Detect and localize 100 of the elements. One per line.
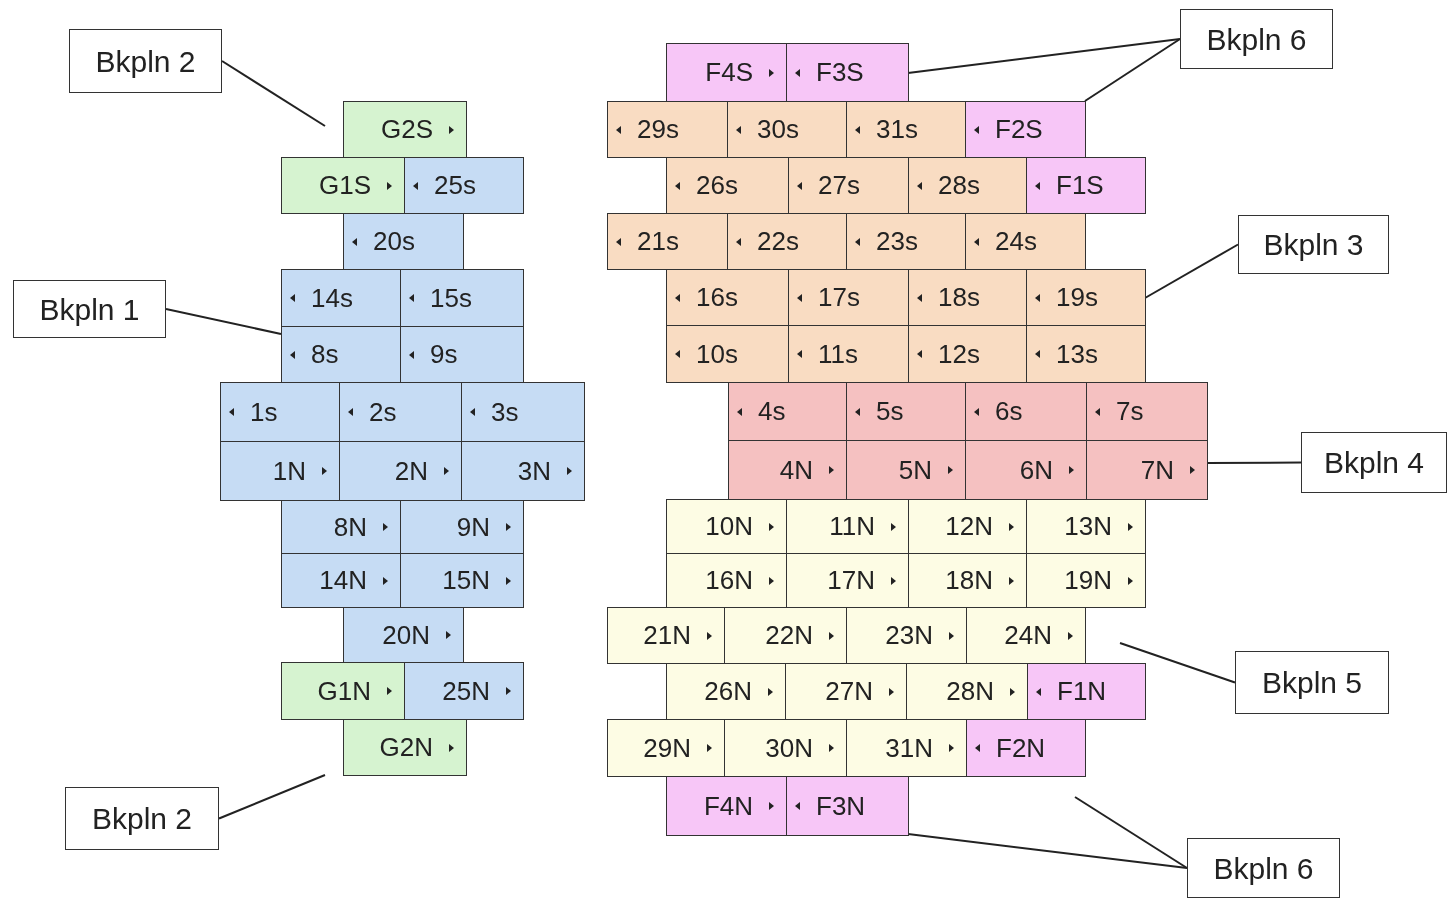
slot-cell (846, 607, 967, 664)
slot-label: 21N (643, 619, 691, 652)
slot-label: 9s (430, 338, 458, 371)
slot-cell (281, 553, 401, 608)
slot-label: 29s (637, 113, 679, 146)
slot-cell (965, 440, 1087, 500)
callout-label: Bkpln 4 (1323, 445, 1425, 481)
callout-label: Bkpln 6 (1213, 850, 1314, 887)
slot-cell (846, 719, 967, 777)
leader-line (1084, 38, 1181, 102)
slot-label: 30N (765, 731, 813, 765)
slot-label: 9N (456, 510, 490, 544)
slot-label: 10s (696, 337, 738, 371)
slot-cell (786, 499, 909, 554)
slot-cell (788, 157, 909, 214)
slot-cell (724, 607, 847, 664)
slot-label: 6N (1019, 453, 1053, 487)
slot-label: 16s (696, 281, 738, 314)
callout-box (13, 280, 166, 338)
slot-label: 3s (491, 395, 519, 429)
slot-label: 8s (311, 338, 339, 371)
slot-cell (1027, 663, 1146, 720)
slot-cell (1026, 499, 1146, 554)
slot-label: F2S (995, 113, 1043, 146)
leader-line (218, 774, 326, 820)
slot-cell (220, 382, 340, 442)
slot-label: 7N (1140, 453, 1174, 487)
slot-label: 19N (1064, 564, 1112, 597)
slot-cell (400, 269, 524, 327)
slot-cell (400, 500, 524, 554)
slot-cell (400, 326, 524, 383)
slot-label: 4s (758, 395, 786, 428)
slot-cell (666, 269, 789, 326)
leader-line (1206, 461, 1302, 464)
slot-label: 8N (333, 510, 367, 544)
callout-box (65, 787, 219, 850)
slot-label: F2N (996, 731, 1046, 765)
slot-label: 25N (442, 674, 490, 708)
slot-cell (727, 213, 847, 270)
slot-cell (785, 663, 907, 720)
slot-label: F1N (1057, 675, 1107, 708)
slot-label: 21s (637, 225, 679, 258)
slot-cell (788, 269, 909, 326)
slot-label: 4N (779, 453, 813, 487)
slot-cell (666, 43, 787, 102)
leader-line (1144, 243, 1239, 299)
slot-cell (788, 325, 909, 383)
slot-label: F3N (816, 789, 866, 823)
slot-label: 22N (765, 619, 813, 652)
slot-label: 12s (938, 337, 980, 371)
slot-label: G2S (380, 113, 433, 146)
slot-cell (666, 499, 787, 554)
slot-label: 12N (945, 510, 993, 543)
slot-label: 28N (946, 675, 994, 708)
slot-label: 25s (434, 169, 476, 202)
slot-cell (666, 776, 787, 836)
slot-cell (339, 382, 462, 442)
slot-cell (846, 213, 966, 270)
slot-cell (1026, 269, 1146, 326)
slot-cell (343, 101, 467, 158)
slot-cell (1026, 553, 1146, 608)
slot-label: 15s (430, 281, 472, 315)
slot-cell (965, 382, 1087, 441)
slot-cell (607, 213, 728, 270)
slot-cell (1026, 157, 1146, 214)
slot-label: 26N (704, 675, 752, 708)
slot-label: 26s (696, 169, 738, 202)
slot-cell (728, 440, 847, 500)
slot-label: 23N (885, 619, 933, 652)
slot-label: 7s (1116, 395, 1144, 428)
callout-label: Bkpln 2 (95, 43, 196, 80)
slot-label: 1s (250, 395, 278, 429)
slot-cell (607, 607, 725, 664)
callout-label: Bkpln 3 (1263, 227, 1364, 263)
slot-cell (1086, 440, 1208, 500)
slot-label: 24N (1004, 619, 1052, 652)
slot-cell (281, 326, 401, 383)
slot-label: 2N (394, 454, 428, 488)
slot-label: 18N (945, 564, 993, 597)
slot-cell (846, 440, 966, 500)
slot-cell (908, 157, 1027, 214)
slot-cell (666, 553, 787, 608)
slot-label: 6s (995, 395, 1023, 428)
slot-label: 31N (885, 731, 933, 765)
slot-label: 15N (442, 564, 490, 597)
slot-cell (343, 213, 464, 270)
slot-label: 10N (705, 510, 753, 543)
slot-cell (908, 269, 1027, 326)
slot-label: 24s (995, 225, 1037, 258)
slot-label: G2N (379, 731, 433, 764)
slot-cell (966, 607, 1086, 664)
slot-cell (343, 607, 464, 663)
slot-cell (339, 441, 462, 501)
callout-label: Bkpln 6 (1206, 21, 1307, 58)
slot-label: F4N (703, 789, 753, 823)
slot-cell (906, 663, 1028, 720)
slot-cell (965, 101, 1086, 158)
callout-box (1238, 215, 1389, 274)
leader-line (907, 833, 1188, 869)
slot-cell (281, 662, 405, 720)
